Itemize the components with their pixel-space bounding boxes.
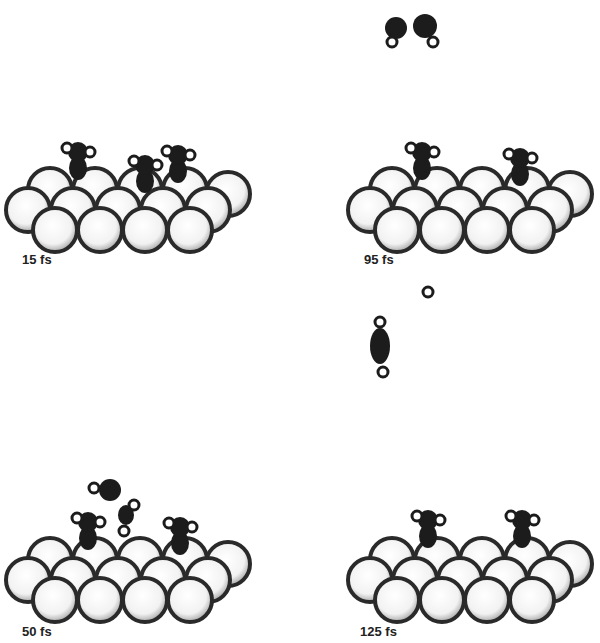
desorbed-fragment	[370, 287, 433, 377]
time-stamp: 95 fs	[364, 252, 394, 267]
desorbed-molecule	[385, 14, 438, 47]
surface-slab	[6, 168, 250, 252]
surface-slab	[6, 538, 250, 622]
surface-slab	[348, 168, 592, 252]
time-stamp: 50 fs	[22, 624, 52, 639]
leaving-molecule	[89, 479, 139, 536]
time-stamp: 125 fs	[360, 624, 397, 639]
adsorbed-molecule	[412, 510, 539, 548]
adsorbed-molecule	[62, 142, 195, 193]
adsorbed-molecule	[406, 142, 537, 186]
surface-slab	[348, 538, 592, 622]
adsorbed-molecule	[72, 512, 197, 555]
time-stamp: 15 fs	[22, 252, 52, 267]
